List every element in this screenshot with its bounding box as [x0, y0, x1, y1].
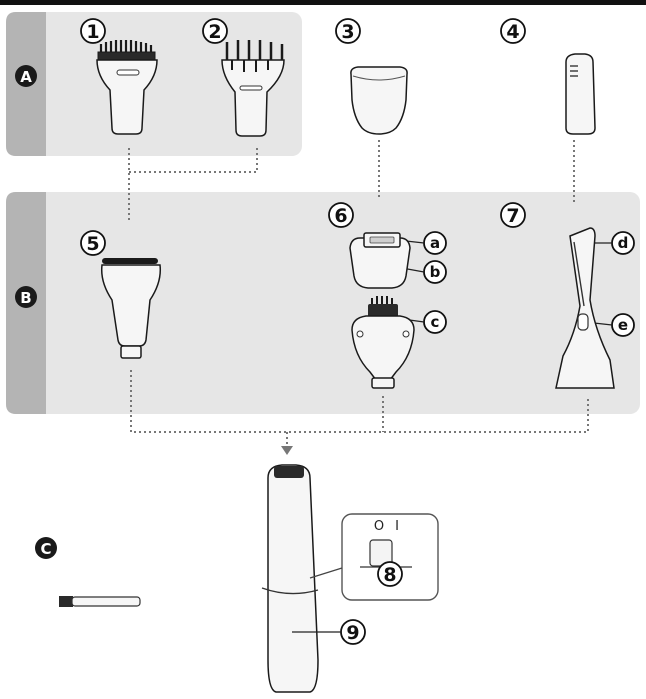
switch-on-label: I	[395, 519, 399, 534]
callout-7-text: 7	[506, 205, 519, 227]
callout-c: c	[423, 310, 447, 334]
comb-attachment-1	[96, 40, 158, 135]
leader-a	[405, 240, 425, 244]
section-b-label: B	[20, 289, 31, 307]
callout-c-text: c	[431, 313, 440, 331]
section-badge-a: A	[15, 65, 37, 87]
main-body-9	[261, 464, 319, 693]
cleaning-brush	[59, 596, 141, 607]
callout-d-text: d	[618, 234, 629, 252]
callout-3-text: 3	[341, 21, 354, 43]
section-badge-c: C	[35, 537, 57, 559]
comb-attachment-2	[221, 40, 285, 137]
callout-8-text: 8	[383, 564, 396, 586]
callout-2-text: 2	[208, 21, 221, 43]
section-a-label: A	[20, 68, 32, 86]
callout-5-text: 5	[86, 233, 99, 255]
section-c-label: C	[40, 540, 51, 558]
callout-e: e	[611, 313, 635, 337]
connector-bottom	[130, 370, 589, 433]
callout-e-text: e	[618, 316, 628, 334]
connector-arrow	[281, 446, 293, 455]
switch-inset-8: O I	[309, 513, 439, 601]
section-badge-b: B	[15, 286, 37, 308]
shaver-unit-6c	[351, 296, 415, 389]
callout-1-text: 1	[86, 21, 99, 43]
callout-4-text: 4	[506, 21, 519, 43]
callout-6-text: 6	[334, 205, 347, 227]
cap-3	[350, 66, 408, 135]
callout-8: 8	[377, 561, 403, 587]
callout-6: 6	[328, 202, 354, 228]
shaver-head-6b	[349, 232, 411, 289]
callout-5: 5	[80, 230, 106, 256]
callout-9: 9	[340, 619, 366, 645]
callout-3: 3	[335, 18, 361, 44]
switch-off-label: O	[374, 519, 384, 534]
precision-trimmer-7	[555, 227, 615, 389]
callout-b-text: b	[430, 263, 441, 281]
cap-4	[565, 53, 596, 135]
callout-9-text: 9	[346, 622, 359, 644]
callout-d: d	[611, 231, 635, 255]
callout-b: b	[423, 260, 447, 284]
callout-a: a	[423, 231, 447, 255]
callout-a-text: a	[430, 234, 440, 252]
top-bar	[0, 0, 646, 5]
callout-2: 2	[202, 18, 228, 44]
callout-1: 1	[80, 18, 106, 44]
panel-b	[6, 192, 640, 414]
callout-4: 4	[500, 18, 526, 44]
trimmer-attachment-5	[100, 258, 162, 359]
callout-7: 7	[500, 202, 526, 228]
